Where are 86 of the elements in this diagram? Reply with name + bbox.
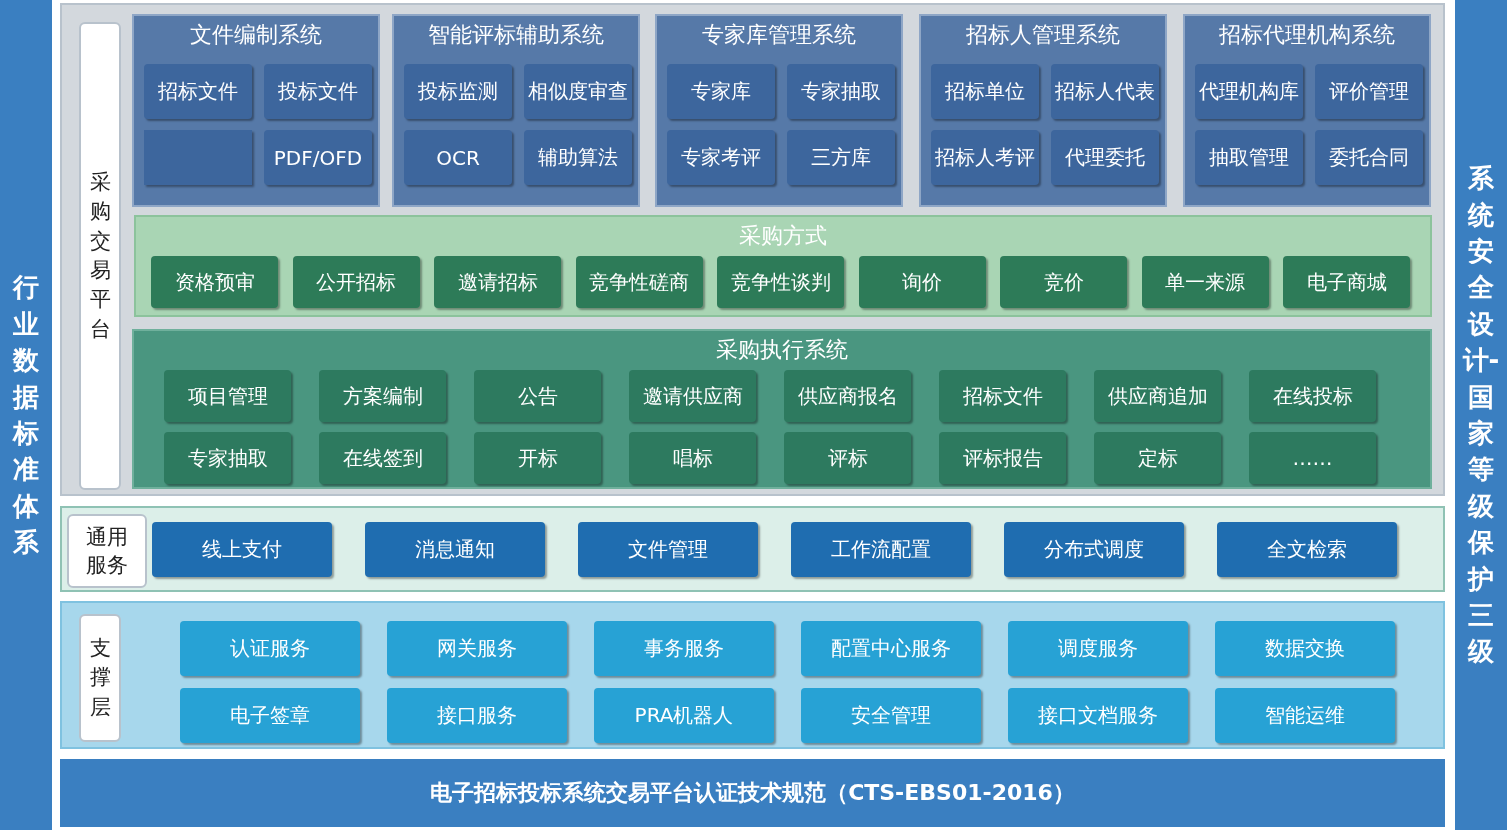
module-tile: 评标报告 (939, 432, 1066, 484)
service-tile: 工作流配置 (791, 522, 971, 577)
module-tile: 招标人考评 (931, 130, 1039, 185)
module-tile: 专家抽取 (164, 432, 291, 484)
system-panel (132, 14, 380, 207)
layer-label: 支撑层 (79, 614, 121, 742)
module-tile: 供应商报名 (784, 370, 911, 422)
module-tile: OCR (404, 130, 512, 185)
module-tile: PDF/OFD (264, 130, 372, 185)
module-tile: …… (1249, 432, 1376, 484)
module-tile: 专家抽取 (787, 64, 895, 119)
system-panel (392, 14, 640, 207)
panel-title: 文件编制系统 (189, 21, 323, 49)
module-tile: 抽取管理 (1195, 130, 1303, 185)
method-tile: 竞价 (1000, 256, 1127, 308)
module-tile: 代理机构库 (1195, 64, 1303, 119)
module-tile: 唱标 (629, 432, 756, 484)
module-tile: 招标文件 (144, 64, 252, 119)
service-tile: 智能运维 (1215, 688, 1395, 743)
blank-tile (60, 3, 1445, 496)
module-tile: 三方库 (787, 130, 895, 185)
method-tile: 邀请招标 (434, 256, 561, 308)
module-tile: 方案编制 (319, 370, 446, 422)
service-tile: 文件管理 (578, 522, 758, 577)
footer-banner: 电子招标投标系统交易平台认证技术规范（CTS-EBS01-2016） (60, 759, 1445, 827)
service-tile: 调度服务 (1008, 621, 1188, 676)
service-tile: 安全管理 (801, 688, 981, 743)
module-tile: 招标单位 (931, 64, 1039, 119)
module-tile: 投标监测 (404, 64, 512, 119)
method-tile: 单一来源 (1141, 256, 1269, 308)
side-banner: 行业数据标准体系 (0, 0, 52, 830)
service-tile: 分布式调度 (1004, 522, 1184, 577)
service-tile: 配置中心服务 (801, 621, 981, 676)
panel-title: 采购执行系统 (715, 336, 849, 364)
panel-title: 招标人管理系统 (965, 21, 1121, 49)
service-tile: 电子签章 (180, 688, 360, 743)
panel-title: 智能评标辅助系统 (427, 21, 605, 49)
service-tile: 消息通知 (365, 522, 545, 577)
module-tile: 招标文件 (939, 370, 1066, 422)
module-tile: 在线签到 (319, 432, 446, 484)
system-panel (655, 14, 903, 207)
module-tile: 供应商追加 (1094, 370, 1221, 422)
execution-panel (132, 329, 1432, 489)
layer-label: 采购交易平台 (79, 22, 121, 490)
module-tile: 委托合同 (1315, 130, 1423, 185)
method-tile: 询价 (858, 256, 986, 308)
module-tile: 开标 (474, 432, 601, 484)
service-tile: 接口服务 (387, 688, 567, 743)
method-tile: 竞争性谈判 (717, 256, 844, 308)
module-tile: 投标文件 (264, 64, 372, 119)
module-tile: 邀请供应商 (629, 370, 756, 422)
module-tile: 招标人代表 (1051, 64, 1159, 119)
service-tile: PRA机器人 (594, 688, 774, 743)
panel-title: 专家库管理系统 (701, 21, 857, 49)
panel-title: 招标代理机构系统 (1218, 21, 1396, 49)
method-tile: 竞争性磋商 (575, 256, 703, 308)
system-panel (919, 14, 1167, 207)
panel-title: 采购方式 (738, 222, 828, 250)
module-tile: 评标 (784, 432, 911, 484)
side-banner: 系统安全设计-国家等级保护三级 (1455, 0, 1507, 830)
service-tile: 事务服务 (594, 621, 774, 676)
module-tile: 定标 (1094, 432, 1221, 484)
service-tile: 数据交换 (1215, 621, 1395, 676)
module-tile: 专家库 (667, 64, 775, 119)
system-panel (1183, 14, 1431, 207)
module-tile: 评价管理 (1315, 64, 1423, 119)
service-tile: 认证服务 (180, 621, 360, 676)
blank-tile (144, 130, 252, 185)
service-tile: 全文检索 (1217, 522, 1397, 577)
method-panel (134, 215, 1432, 317)
module-tile: 相似度审查 (524, 64, 632, 119)
method-tile: 电子商城 (1283, 256, 1410, 308)
service-tile: 线上支付 (152, 522, 332, 577)
layer-label: 通用服务 (67, 514, 147, 588)
module-tile: 项目管理 (164, 370, 291, 422)
module-tile: 代理委托 (1051, 130, 1159, 185)
method-tile: 资格预审 (151, 256, 278, 308)
module-tile: 专家考评 (667, 130, 775, 185)
method-tile: 公开招标 (292, 256, 420, 308)
blank-tile (60, 601, 1445, 749)
service-tile: 网关服务 (387, 621, 567, 676)
blank-tile (60, 506, 1445, 592)
module-tile: 公告 (474, 370, 601, 422)
service-tile: 接口文档服务 (1008, 688, 1188, 743)
module-tile: 辅助算法 (524, 130, 632, 185)
module-tile: 在线投标 (1249, 370, 1376, 422)
